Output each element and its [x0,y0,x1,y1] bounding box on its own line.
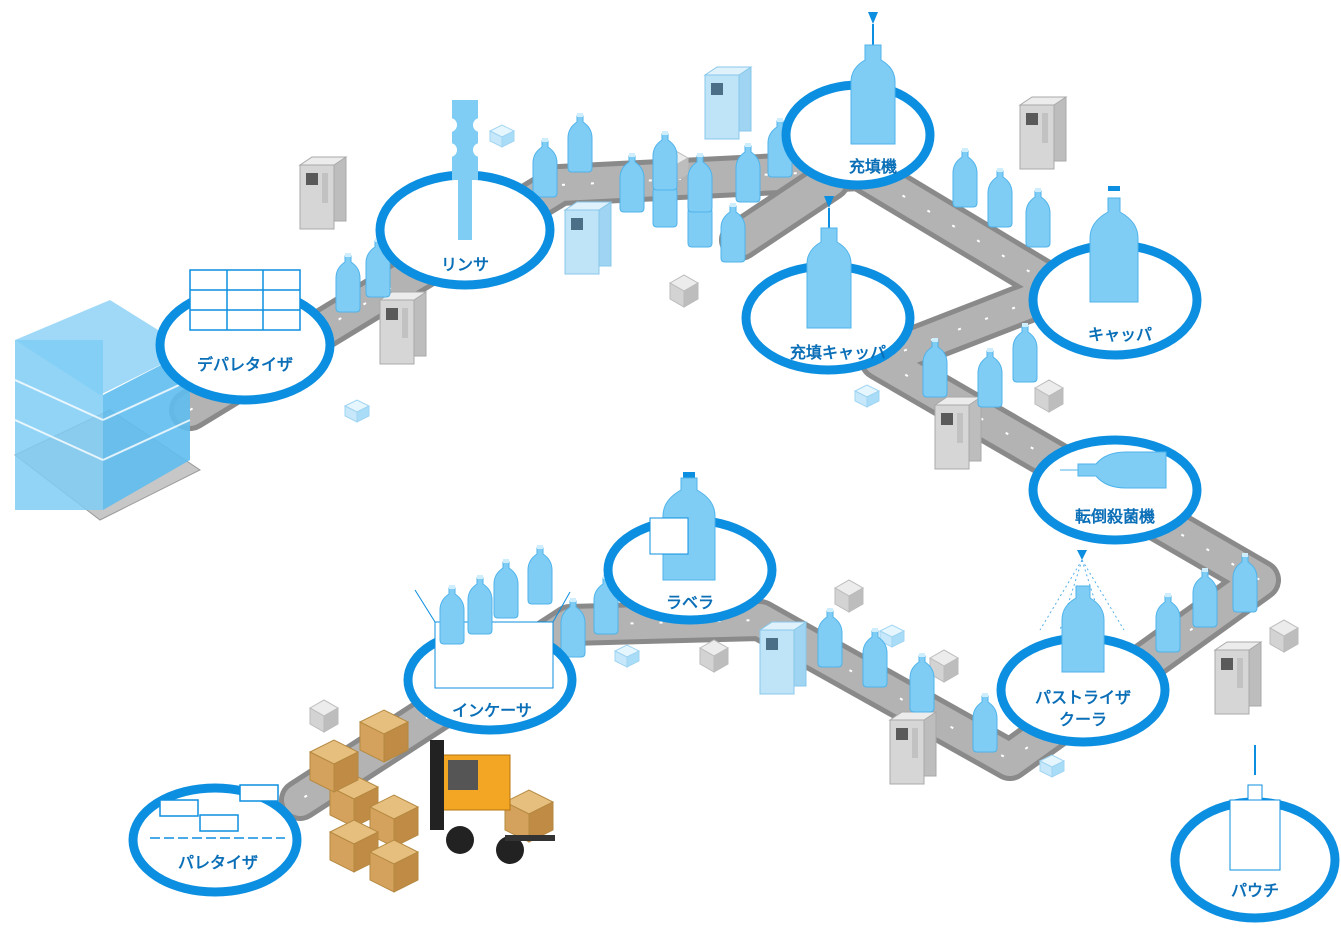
station-capper: キャッパ [1028,186,1202,360]
pouch-icon [1229,745,1281,871]
filling-capper-bottle-icon [806,196,852,329]
pallet-boxes-icon [150,784,285,839]
station-filler-capper: 充填キャッパ [741,196,915,375]
forklift [430,740,555,864]
labeled-bottle-icon [649,472,716,581]
capped-bottle-icon [1089,186,1139,303]
case-icon [414,544,571,689]
station-rinser: リンサ [375,100,555,290]
filling-bottle-icon [850,12,896,145]
inverted-bottle-icon [1060,451,1167,489]
label-filler-capper: 充填キャッパ [790,343,886,362]
pallet-icon [189,269,301,331]
label-rinser: リンサ [441,255,489,274]
station-depalletizer: デパレタイザ [155,269,335,405]
spray-bottle-icon [1039,550,1125,673]
station-labeler: ラベラ [603,472,777,625]
label-pouch: パウチ [1231,881,1279,900]
rinse-bottle-icon [443,100,487,240]
station-incaser: インケーサ [403,544,577,735]
station-pouch: パウチ [1170,745,1340,923]
station-palletizer: パレタイザ [128,783,302,897]
label-inversion-sterilizer: 転倒殺菌機 [1075,507,1155,526]
station-filler: 充填機 [781,12,935,190]
station-inversion-sterilizer: 転倒殺菌機 [1028,435,1202,545]
label-incaser: インケーサ [452,701,532,720]
label-labeler: ラベラ [666,593,714,612]
label-depalletizer: デパレタイザ [197,355,293,374]
label-palletizer: パレタイザ [178,853,258,872]
label-pasteurizer: パストライザ [1035,688,1131,707]
label-filler: 充填機 [849,157,897,176]
label-capper: キャッパ [1088,325,1152,344]
label-cooler: クーラ [1059,710,1107,729]
station-pasteurizer-cooler: パストライザ クーラ [996,550,1170,747]
bottle-pallet-stack [14,300,201,521]
